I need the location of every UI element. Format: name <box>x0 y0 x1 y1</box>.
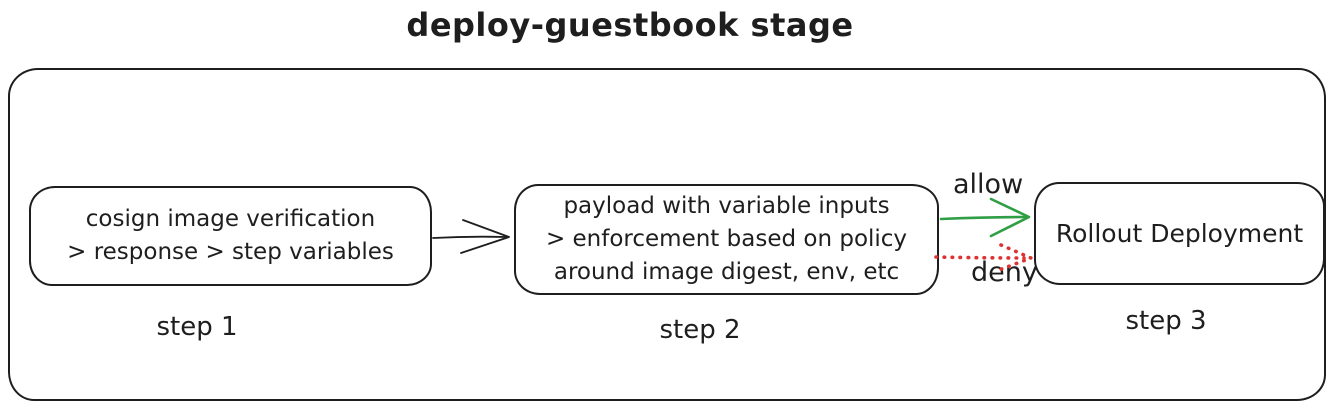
step-3-text-line-1: Rollout Deployment <box>1055 219 1304 248</box>
step-3-box: Rollout Deployment <box>1034 182 1325 285</box>
step-1-text-line-1: cosign image verification <box>85 206 376 232</box>
step-1-label: step 1 <box>156 312 238 342</box>
step-2-text-line-2: > enforcement based on policy <box>545 226 908 252</box>
step-1-text-line-2: > response > step variables <box>67 239 394 265</box>
step-2-box: payload with variable inputs > enforceme… <box>514 184 939 295</box>
diagram-title: deploy-guestbook stage <box>406 6 854 44</box>
step-2-text-line-3: around image digest, env, etc <box>553 259 900 285</box>
step-2-label: step 2 <box>659 315 741 345</box>
step-1-box: cosign image verification > response > s… <box>29 186 432 286</box>
step-3-label: step 3 <box>1125 306 1207 336</box>
deny-arrow-label: deny <box>971 257 1038 288</box>
stage-frame <box>8 68 1326 401</box>
step-2-text-line-1: payload with variable inputs <box>563 193 890 219</box>
allow-arrow-label: allow <box>953 169 1024 200</box>
